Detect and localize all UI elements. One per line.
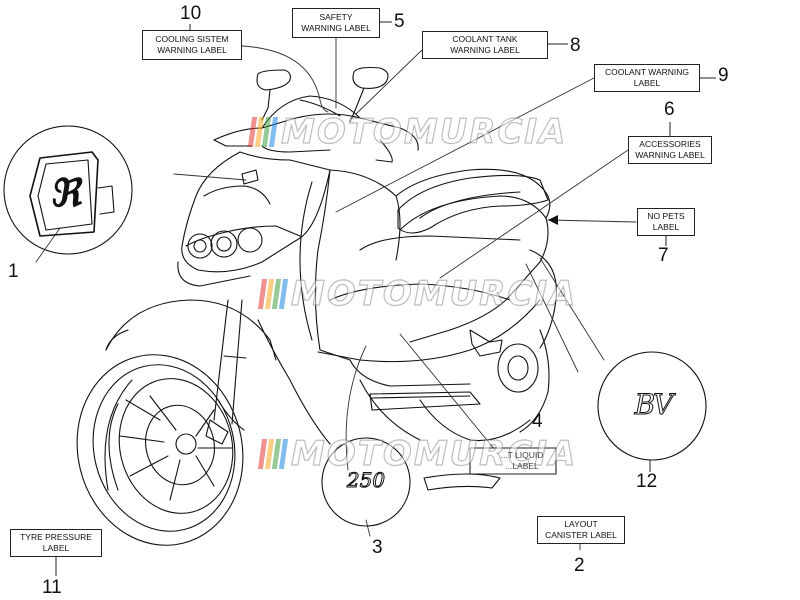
watermark-top: MOTOMURCIA: [247, 111, 567, 153]
front-fork: [205, 299, 247, 445]
label-coolant-tank-warning: COOLANT TANK WARNING LABEL: [422, 31, 548, 59]
body-panels: [299, 168, 558, 411]
model-decal-250: 250: [346, 468, 386, 493]
callout-7: 7: [658, 245, 669, 266]
label-coolant-liquid: ...T LIQUID ...LABEL: [500, 450, 544, 471]
callout-11: 11: [42, 577, 62, 598]
watermark-bottom: MOTOMURCIA: [257, 433, 577, 475]
detail-circle-bv: [597, 351, 707, 461]
label-coolant-warning: COOLANT WARNING LABEL: [594, 64, 700, 92]
detail-circle-logo: [3, 125, 133, 255]
leader-lines: [35, 37, 637, 551]
callout-2: 2: [574, 555, 585, 576]
callout-8: 8: [570, 35, 581, 56]
callout-3: 3: [372, 537, 383, 558]
callout-4: 4: [532, 411, 543, 432]
bv-logo-decal: BV: [634, 388, 674, 422]
label-accessories-warning: ACCESSORIES WARNING LABEL: [628, 136, 712, 164]
front-wheel: [76, 354, 244, 546]
front-fairing: [177, 151, 331, 287]
callout-1: 1: [8, 261, 19, 282]
rear-wheel: [359, 329, 550, 491]
callout-6: 6: [664, 99, 675, 120]
callout-12: 12: [636, 471, 658, 492]
detail-circle-250: [321, 437, 411, 527]
callout-9: 9: [718, 65, 729, 86]
label-tyre-pressure: TYRE PRESSURE LABEL: [10, 529, 102, 557]
label-no-pets: NO PETS LABEL: [637, 208, 695, 236]
handlebar: [213, 95, 419, 163]
seat: [397, 174, 549, 234]
callout-5: 5: [394, 11, 405, 32]
front-fender: [105, 299, 331, 445]
label-cooling-system-warning: COOLING SISTEM WARNING LABEL: [142, 30, 242, 60]
callout-10: 10: [180, 3, 202, 24]
label-safety-warning: SAFETY WARNING LABEL: [292, 8, 380, 38]
mirrors: [256, 66, 389, 123]
watermark-middle: MOTOMURCIA: [257, 273, 577, 315]
label-layout-canister: LAYOUT CANISTER LABEL: [537, 516, 625, 544]
